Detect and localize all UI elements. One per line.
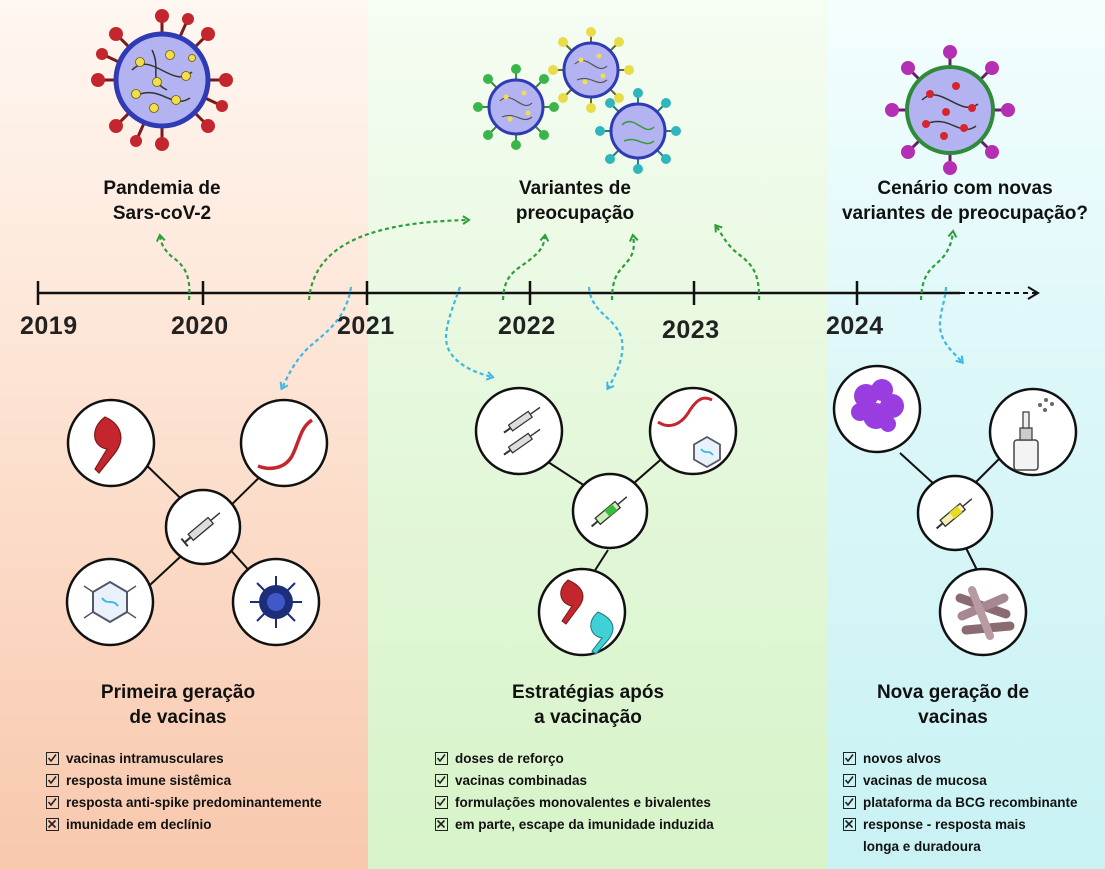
cross-box-icon xyxy=(435,818,448,831)
inactivated-virus-icon xyxy=(250,576,302,628)
check-box-icon xyxy=(843,774,856,787)
list-item-text: resposta anti-spike predominantemente xyxy=(66,795,322,810)
list-item-text: em parte, escape da imunidade induzida xyxy=(455,817,714,832)
rna-strand-icon xyxy=(257,418,314,471)
combined-vaccines-icon xyxy=(657,396,721,469)
check-box-icon xyxy=(843,752,856,765)
list-item: resposta imune sistêmica xyxy=(46,770,322,792)
list-item-text: vacinas combinadas xyxy=(455,773,588,788)
year-label: 2021 xyxy=(337,312,395,340)
list-item: vacinas de mucosa xyxy=(843,770,1078,792)
section-title-line: de vacinas xyxy=(129,707,227,728)
list-item: plataforma da BCG recombinante xyxy=(843,792,1078,814)
variants-title-line-1: Variantes de xyxy=(519,178,631,199)
checklist-post-vaccination: doses de reforço vacinas combinadas form… xyxy=(435,748,714,836)
pandemic-title-line-2: Sars-coV-2 xyxy=(112,203,212,224)
new-generation-network xyxy=(832,364,1078,657)
protein-antigen-icon xyxy=(851,379,904,432)
viral-vector-icon xyxy=(83,580,137,624)
syringe-icon xyxy=(935,498,973,530)
section-title-post-vaccination: Estratégias após a vacinação xyxy=(478,680,698,730)
bcg-bacteria-icon xyxy=(955,586,1015,640)
check-box-icon xyxy=(435,796,448,809)
cross-box-icon xyxy=(843,818,856,831)
check-box-icon xyxy=(435,752,448,765)
check-box-icon xyxy=(46,774,59,787)
list-item-text: novos alvos xyxy=(863,751,942,766)
list-item-text: doses de reforço xyxy=(455,751,564,766)
section-title-new-generation: Nova geração de vacinas xyxy=(843,680,1063,730)
section-title-line: Estratégias após xyxy=(511,682,665,703)
check-box-icon xyxy=(843,796,856,809)
check-box-icon xyxy=(435,774,448,787)
year-label: 2020 xyxy=(171,312,229,340)
nasal-spray-icon xyxy=(1013,398,1054,471)
variant-virus-icon xyxy=(595,88,681,174)
future-variant-virus-icon xyxy=(885,45,1015,175)
pandemic-title: Pandemia de Sars-coV-2 xyxy=(62,176,262,226)
list-item-text: vacinas intramusculares xyxy=(66,751,224,766)
list-item: resposta anti-spike predominantemente xyxy=(46,792,322,814)
mrna-vaccine-icon xyxy=(94,416,122,474)
first-generation-network xyxy=(65,398,329,647)
list-item-text: response - resposta mais xyxy=(863,817,1026,832)
variant-virus-icon xyxy=(548,27,634,113)
list-item-continuation: longa e duradoura xyxy=(843,836,1078,858)
year-label: 2024 xyxy=(826,312,884,340)
vaccine-arrows xyxy=(279,286,964,391)
list-item: doses de reforço xyxy=(435,748,714,770)
variant-arrows xyxy=(155,215,958,301)
list-item: em parte, escape da imunidade induzida xyxy=(435,814,714,836)
pandemic-title-line-1: Pandemia de xyxy=(103,178,221,199)
sars-cov-2-virus-icon xyxy=(91,9,233,151)
check-box-icon xyxy=(46,752,59,765)
future-variants-title: Cenário com novas variantes de preocupaç… xyxy=(830,176,1100,226)
syringe-icon xyxy=(590,496,628,528)
list-item-text: formulações monovalentes e bivalentes xyxy=(455,795,711,810)
list-item: vacinas intramusculares xyxy=(46,748,322,770)
section-title-line: Primeira geração xyxy=(100,682,256,703)
cross-box-icon xyxy=(46,818,59,831)
future-title-line-1: Cenário com novas xyxy=(877,178,1053,199)
list-item-text: longa e duradoura xyxy=(863,839,981,854)
syringe-icon xyxy=(180,512,221,547)
section-title-first-generation: Primeira geração de vacinas xyxy=(68,680,288,730)
post-vaccination-network xyxy=(474,386,738,657)
section-title-line: Nova geração de xyxy=(876,682,1030,703)
list-item: response - resposta mais xyxy=(843,814,1078,836)
booster-doses-icon xyxy=(503,406,541,456)
future-title-line-2: variantes de preocupação? xyxy=(841,203,1089,224)
list-item: novos alvos xyxy=(843,748,1078,770)
checklist-first-generation: vacinas intramusculares resposta imune s… xyxy=(46,748,322,836)
list-item-text: imunidade em declínio xyxy=(66,817,212,832)
list-item-text: vacinas de mucosa xyxy=(863,773,987,788)
checklist-new-generation: novos alvos vacinas de mucosa plataforma… xyxy=(843,748,1078,858)
year-label: 2023 xyxy=(662,316,720,344)
list-item-text: resposta imune sistêmica xyxy=(66,773,232,788)
variants-title-line-2: preocupação xyxy=(515,203,635,224)
bivalent-formulation-icon xyxy=(560,579,614,655)
year-label: 2022 xyxy=(498,312,556,340)
list-item: vacinas combinadas xyxy=(435,770,714,792)
list-item: formulações monovalentes e bivalentes xyxy=(435,792,714,814)
list-item: imunidade em declínio xyxy=(46,814,322,836)
year-label: 2019 xyxy=(20,312,78,340)
timeline-axis xyxy=(36,281,1040,305)
section-title-line: vacinas xyxy=(918,707,988,728)
variant-virus-icon xyxy=(473,64,559,150)
panel-post-vaccination xyxy=(368,0,828,869)
list-item-text: plataforma da BCG recombinante xyxy=(863,795,1078,810)
section-title-line: a vacinação xyxy=(534,707,642,728)
check-box-icon xyxy=(46,796,59,809)
variants-title: Variantes de preocupação xyxy=(475,176,675,226)
